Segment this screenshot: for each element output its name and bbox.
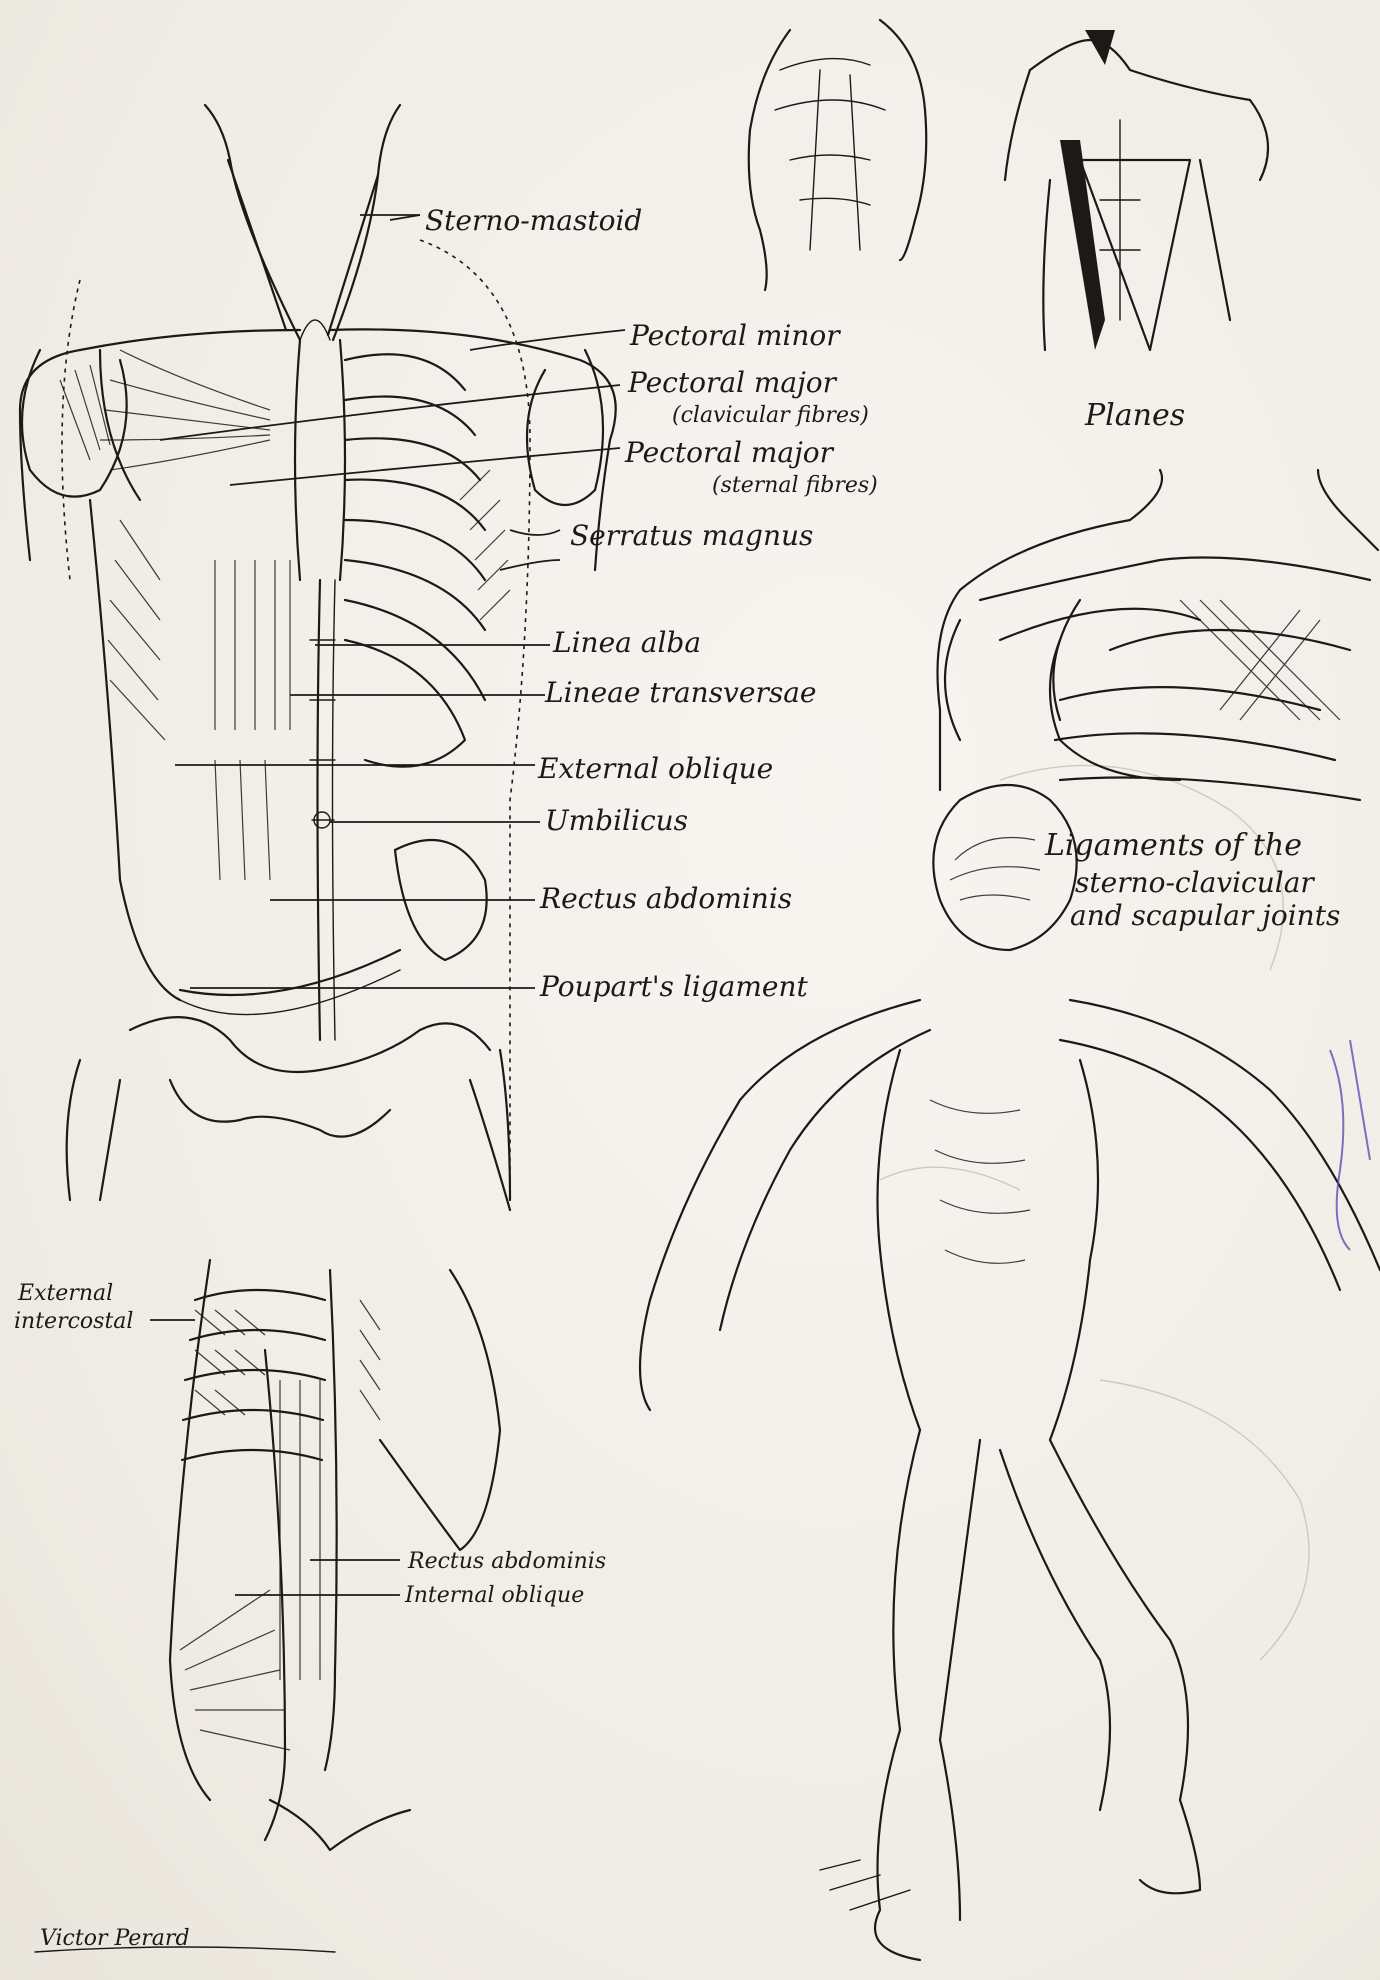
blue-pen-doodle: [1330, 1040, 1370, 1250]
label-external-intercostal-2: intercostal: [14, 1309, 133, 1334]
caption-planes: Planes: [1084, 398, 1185, 433]
label-external-intercostal-1: External: [17, 1281, 113, 1306]
label-pectoral-minor: Pectoral minor: [629, 319, 841, 352]
ligaments-caption: Ligaments of the sterno-clavicular and s…: [1044, 828, 1340, 932]
ribcage-ligaments-sketch: [938, 470, 1379, 800]
torso-labels: Sterno-mastoid Pectoral minor Pectoral m…: [425, 204, 878, 1003]
caption-ligaments-line-2: sterno-clavicular: [1075, 866, 1315, 899]
label-umbilicus: Umbilicus: [545, 804, 688, 837]
planes-sketch-left: [749, 20, 927, 290]
intercostal-labels: External intercostal Rectus abdominis In…: [14, 1281, 606, 1608]
label-rectus-abdominis: Rectus abdominis: [539, 882, 792, 915]
front-torso-muscle-diagram: [20, 105, 616, 1210]
standing-figure-sketch: [640, 785, 1380, 1960]
label-external-oblique: External oblique: [537, 752, 773, 785]
caption-ligaments-line-3: and scapular joints: [1070, 899, 1340, 932]
label-lineae-transversae: Lineae transversae: [544, 676, 816, 709]
label-pectoral-major-clavicular: Pectoral major: [627, 366, 838, 399]
planes-sketch-right: [1005, 30, 1268, 350]
label-clavicular-fibres: (clavicular fibres): [672, 403, 869, 428]
label-serratus-magnus: Serratus magnus: [570, 519, 813, 552]
label-sternal-fibres: (sternal fibres): [712, 473, 878, 498]
artist-signature: Victor Perard: [35, 1926, 335, 1952]
label-pouparts-ligament: Poupart's ligament: [539, 970, 808, 1003]
label-linea-alba: Linea alba: [552, 626, 701, 659]
label-rectus-abdominis-lower: Rectus abdominis: [407, 1549, 606, 1574]
label-internal-oblique: Internal oblique: [404, 1583, 584, 1608]
label-pectoral-major-sternal: Pectoral major: [624, 436, 835, 469]
caption-ligaments-line-1: Ligaments of the: [1044, 828, 1302, 863]
label-sterno-mastoid: Sterno-mastoid: [425, 204, 642, 237]
